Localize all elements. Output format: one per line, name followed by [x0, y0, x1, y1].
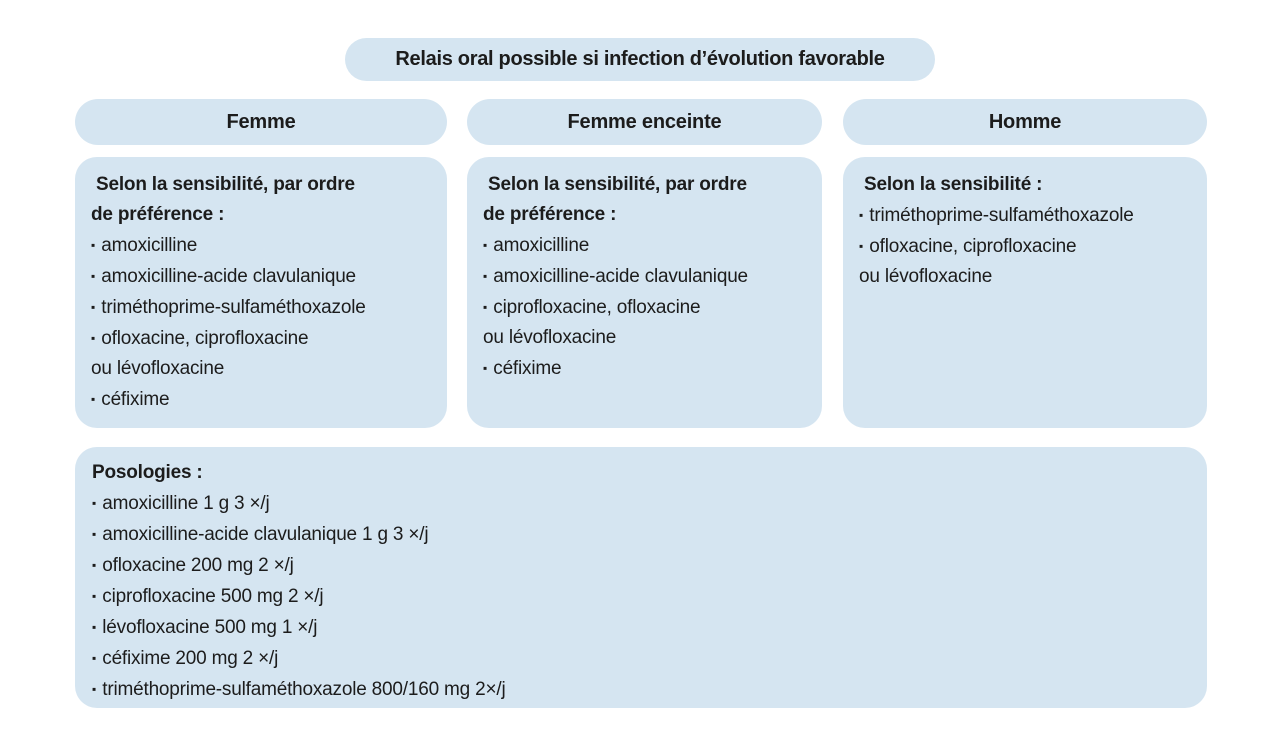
list-item: ▪ triméthoprime-sulfaméthoxazole 800/160 … [92, 674, 1187, 705]
content-box-femme-enceinte: Selon la sensibilité, par ordre de préfé… [467, 157, 822, 428]
bullet-square-icon: ▪ [91, 392, 96, 406]
bullet-square-icon: ▪ [483, 361, 488, 375]
list-item-text: céfixime [101, 389, 170, 410]
intro-text: Selon la sensibilité, par ordre de préfé… [483, 174, 747, 225]
bullet-square-icon: ▪ [92, 527, 97, 541]
bullet-square-icon: ▪ [859, 239, 864, 253]
bullet-square-icon: ▪ [859, 208, 864, 222]
list-item-text: céfixime [493, 358, 562, 379]
column-header-femme-label: Femme [226, 110, 296, 133]
column-header-homme: Homme [843, 99, 1207, 145]
column-header-homme-label: Homme [988, 110, 1062, 133]
column-header-femme: Femme [75, 99, 447, 145]
list-item: ▪ céfixime [483, 353, 807, 384]
list-item-text: triméthoprime-sulfaméthoxazole 800/160 m… [102, 679, 506, 700]
list-item-text: céfixime 200 mg 2 ×/j [102, 648, 279, 669]
list-item: ▪ amoxicilline-acide clavulanique 1 g 3 ×… [92, 519, 1187, 550]
bullet-square-icon: ▪ [92, 620, 97, 634]
column-header-femme-enceinte: Femme enceinte [467, 99, 822, 145]
list-item-text: ciprofloxacine, ofloxacine ou lévofloxac… [483, 297, 701, 348]
bullet-square-icon: ▪ [483, 238, 488, 252]
bullet-square-icon: ▪ [483, 269, 488, 283]
list-item: ▪ amoxicilline [91, 230, 432, 261]
list-item: ▪ amoxicilline-acide clavulanique [483, 261, 807, 292]
list-item-text: triméthoprime-sulfaméthoxazole [101, 297, 366, 318]
list-item-text: ofloxacine, ciprofloxacine ou lévofloxac… [859, 236, 1077, 287]
bullet-square-icon: ▪ [92, 496, 97, 510]
bullet-square-icon: ▪ [483, 300, 488, 314]
bullet-square-icon: ▪ [91, 269, 96, 283]
intro-text: Selon la sensibilité, par ordre de préfé… [91, 174, 355, 225]
posologies-title: Posologies : [92, 462, 203, 483]
list-item-text: amoxicilline-acide clavulanique 1 g 3 ×/… [102, 524, 429, 545]
bullet-square-icon: ▪ [91, 238, 96, 252]
list-item-text: triméthoprime-sulfaméthoxazole [869, 205, 1134, 226]
list-item: ▪ amoxicilline-acide clavulanique [91, 261, 432, 292]
list-item: ▪ciprofloxacine, ofloxacine ou lévofloxa… [483, 292, 807, 353]
bullet-square-icon: ▪ [91, 331, 96, 345]
list-item-text: ciprofloxacine 500 mg 2 ×/j [102, 586, 324, 607]
bullet-square-icon: ▪ [92, 558, 97, 572]
list-item-text: amoxicilline-acide clavulanique [493, 266, 748, 287]
content-box-femme: Selon la sensibilité, par ordre de préfé… [75, 157, 447, 428]
list-item: ▪ amoxicilline [483, 230, 807, 261]
bullet-square-icon: ▪ [92, 651, 97, 665]
posologies-box: Posologies : ▪ amoxicilline 1 g 3 ×/j ▪ am… [75, 447, 1207, 708]
list-item: ▪ céfixime [91, 384, 432, 415]
list-item-text: ofloxacine, ciprofloxacine ou lévofloxac… [91, 328, 309, 379]
list-item-text: amoxicilline 1 g 3 ×/j [102, 493, 270, 514]
list-item-text: amoxicilline-acide clavulanique [101, 266, 356, 287]
bullet-square-icon: ▪ [92, 682, 97, 696]
content-box-homme: Selon la sensibilité : ▪ triméthoprime-su… [843, 157, 1207, 428]
list-item-text: amoxicilline [101, 235, 198, 256]
list-item-text: ofloxacine 200 mg 2 ×/j [102, 555, 294, 576]
bullet-square-icon: ▪ [91, 300, 96, 314]
list-item: ▪ céfixime 200 mg 2 ×/j [92, 643, 1187, 674]
list-item-text: lévofloxacine 500 mg 1 ×/j [102, 617, 318, 638]
list-item-text: amoxicilline [493, 235, 590, 256]
column-header-femme-enceinte-label: Femme enceinte [567, 110, 722, 133]
list-item: ▪ ofloxacine 200 mg 2 ×/j [92, 550, 1187, 581]
bullet-square-icon: ▪ [92, 589, 97, 603]
list-item: ▪ lévofloxacine 500 mg 1 ×/j [92, 612, 1187, 643]
intro-text: Selon la sensibilité : [864, 174, 1043, 195]
list-item: ▪ofloxacine, ciprofloxacine ou lévofloxa… [91, 323, 432, 384]
list-item: ▪ amoxicilline 1 g 3 ×/j [92, 488, 1187, 519]
top-banner-text: Relais oral possible si infection d’évol… [395, 48, 885, 70]
list-item: ▪ ciprofloxacine 500 mg 2 ×/j [92, 581, 1187, 612]
list-item: ▪ triméthoprime-sulfaméthoxazole [859, 200, 1192, 231]
list-item: ▪ofloxacine, ciprofloxacine ou lévofloxa… [859, 231, 1192, 292]
list-item: ▪ triméthoprime-sulfaméthoxazole [91, 292, 432, 323]
top-banner: Relais oral possible si infection d’évol… [345, 38, 935, 81]
